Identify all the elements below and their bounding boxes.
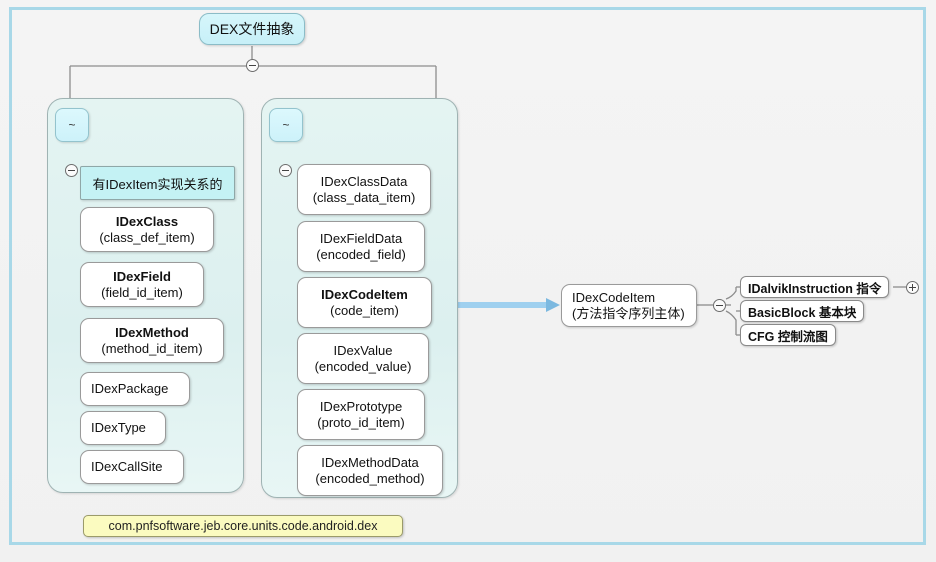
detail-child-cfg[interactable]: CFG 控制流图	[740, 324, 836, 346]
middle-item-idexfielddata[interactable]: IDexFieldData (encoded_field)	[297, 221, 425, 272]
left-item-idexpackage-name: IDexPackage	[91, 381, 169, 397]
middle-item-idexcodeitem-detail: (code_item)	[330, 302, 399, 318]
middle-group-collapse-toggle[interactable]	[279, 164, 292, 177]
left-item-idexclass-detail: (class_def_item)	[99, 229, 195, 245]
left-item-idexcallsite-name: IDexCallSite	[91, 459, 163, 475]
root-collapse-toggle[interactable]	[246, 59, 259, 72]
left-group-collapse-toggle[interactable]	[65, 164, 78, 177]
middle-item-idexvalue-detail: (encoded_value)	[314, 358, 412, 374]
left-item-idexclass[interactable]: IDexClass (class_def_item)	[80, 207, 214, 252]
middle-item-idexmethoddata-name: IDexMethodData	[321, 454, 419, 470]
detail-child-cfg-label: CFG 控制流图	[748, 329, 828, 344]
left-item-idexclass-name: IDexClass	[115, 213, 179, 229]
package-note[interactable]: com.pnfsoftware.jeb.core.units.code.andr…	[83, 515, 403, 537]
middle-item-idexfielddata-name: IDexFieldData	[319, 230, 403, 246]
root-node-label: DEX文件抽象	[209, 21, 295, 37]
middle-item-idexclassdata[interactable]: IDexClassData (class_data_item)	[297, 164, 431, 215]
middle-item-idexfielddata-detail: (encoded_field)	[316, 246, 406, 262]
detail-collapse-toggle[interactable]	[713, 299, 726, 312]
left-group-tilde-label: ~	[68, 118, 76, 132]
middle-group-tilde-node[interactable]: ~	[269, 108, 303, 142]
left-item-idexfield-detail: (field_id_item)	[101, 284, 183, 300]
middle-item-idexmethoddata-detail: (encoded_method)	[315, 470, 425, 486]
left-item-idexmethod[interactable]: IDexMethod (method_id_item)	[80, 318, 224, 363]
middle-item-idexvalue-name: IDexValue	[333, 342, 393, 358]
detail-node-idexcodeitem[interactable]: IDexCodeItem (方法指令序列主体)	[561, 284, 697, 327]
middle-item-idexcodeitem-name: IDexCodeItem	[321, 286, 408, 302]
middle-item-idexprototype[interactable]: IDexPrototype (proto_id_item)	[297, 389, 425, 440]
left-item-idexpackage[interactable]: IDexPackage	[80, 372, 190, 406]
middle-item-idexcodeitem[interactable]: IDexCodeItem (code_item)	[297, 277, 432, 328]
detail-child-basicblock[interactable]: BasicBlock 基本块	[740, 300, 865, 322]
detail-node-name: IDexCodeItem	[572, 289, 656, 305]
left-item-highlight-label: 有IDexItem实现关系的	[92, 176, 223, 192]
left-item-idexfield[interactable]: IDexField (field_id_item)	[80, 262, 204, 307]
left-item-idexfield-name: IDexField	[113, 268, 171, 284]
left-item-idextype[interactable]: IDexType	[80, 411, 166, 445]
left-item-idexmethod-name: IDexMethod	[115, 324, 189, 340]
detail-node-subtitle: (方法指令序列主体)	[572, 305, 685, 321]
left-item-idexmethod-detail: (method_id_item)	[101, 340, 203, 356]
middle-item-idexprototype-name: IDexPrototype	[319, 398, 403, 414]
root-node[interactable]: DEX文件抽象	[199, 13, 305, 45]
package-note-label: com.pnfsoftware.jeb.core.units.code.andr…	[108, 519, 378, 533]
middle-item-idexclassdata-name: IDexClassData	[320, 173, 408, 189]
detail-child-basicblock-label: BasicBlock 基本块	[748, 305, 857, 320]
left-item-idexcallsite[interactable]: IDexCallSite	[80, 450, 184, 484]
middle-item-idexclassdata-detail: (class_data_item)	[312, 189, 416, 205]
middle-item-idexprototype-detail: (proto_id_item)	[317, 414, 405, 430]
detail-child-idalvikinstruction-label: IDalvikInstruction 指令	[748, 281, 882, 296]
left-item-idextype-name: IDexType	[91, 420, 146, 436]
middle-item-idexvalue[interactable]: IDexValue (encoded_value)	[297, 333, 429, 384]
middle-item-idexmethoddata[interactable]: IDexMethodData (encoded_method)	[297, 445, 443, 496]
detail-child-idalvikinstruction[interactable]: IDalvikInstruction 指令	[740, 276, 890, 298]
dalvik-expand-toggle[interactable]	[906, 281, 919, 294]
left-item-highlight[interactable]: 有IDexItem实现关系的	[80, 166, 235, 200]
left-group-tilde-node[interactable]: ~	[55, 108, 89, 142]
middle-group-tilde-label: ~	[282, 118, 290, 132]
